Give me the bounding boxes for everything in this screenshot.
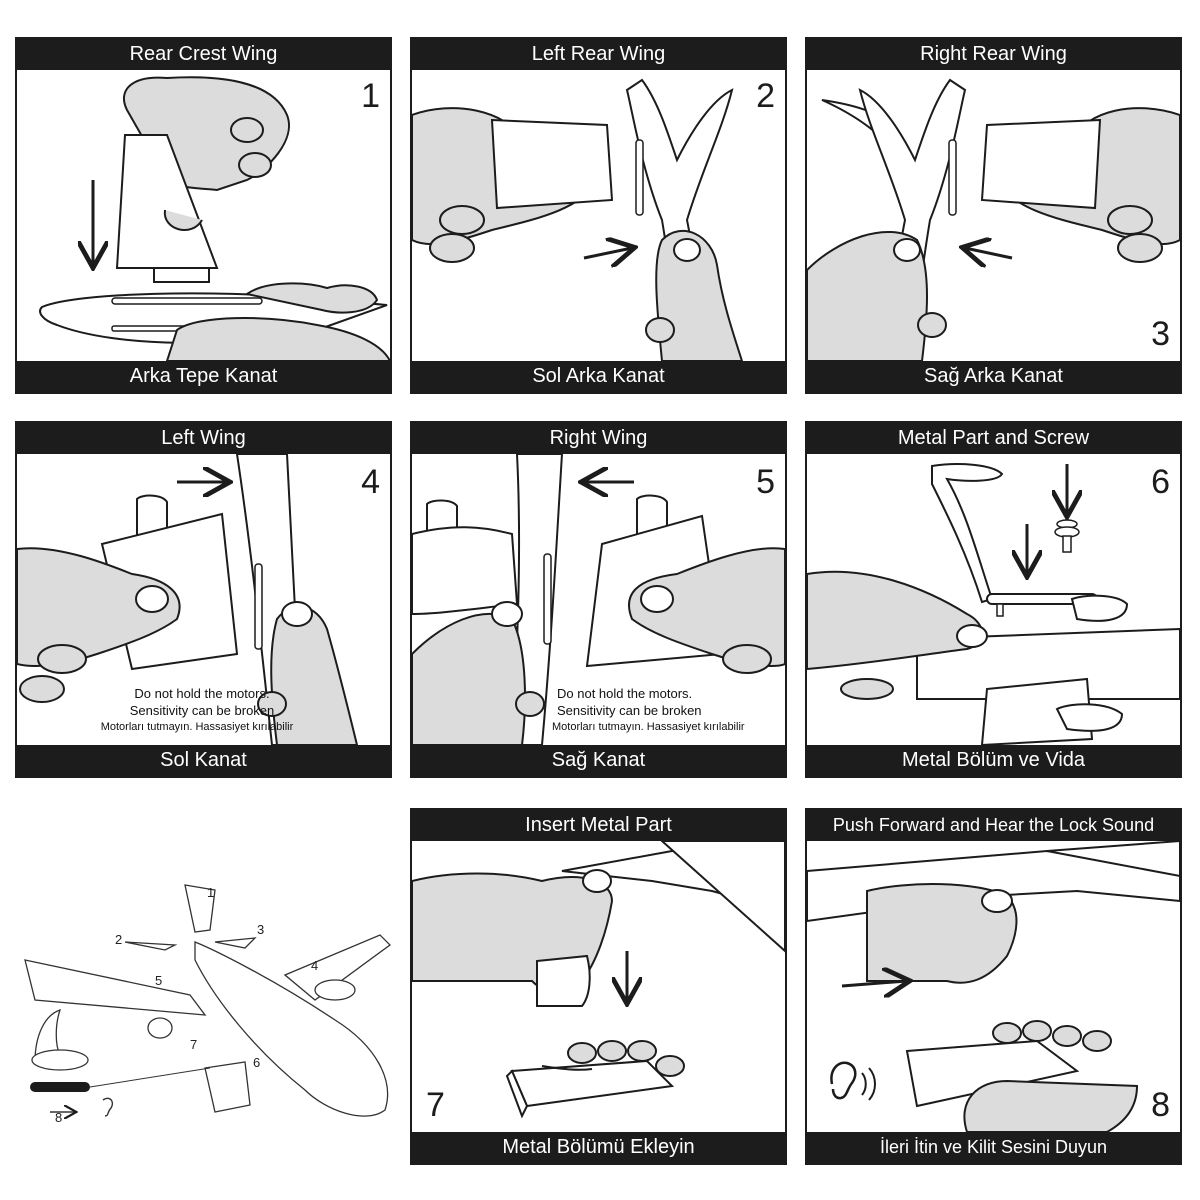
step-number: 8 — [1151, 1086, 1170, 1124]
warning-line-tr: Motorları tutmayın. Hassasiyet kırılabil… — [100, 721, 294, 733]
step-title-en: Right Wing — [412, 423, 785, 454]
airplane-overview-illustration — [24, 884, 391, 1150]
step-title-tr: Sol Arka Kanat — [412, 361, 785, 392]
step-title-en: Right Rear Wing — [807, 39, 1180, 70]
warning-line-tr: Motorları tutmayın. Hassasiyet kırılabil… — [552, 721, 745, 733]
step-title-tr: Sol Kanat — [17, 745, 390, 776]
overview-label-7: 7 — [190, 1037, 198, 1052]
warning-line-en-1: Do not hold the motors. — [134, 686, 270, 701]
warning-line-en-2: Sensitivity can be broken — [129, 703, 275, 718]
push-forward-illustration — [807, 841, 1180, 1132]
step-title-tr: Arka Tepe Kanat — [17, 361, 390, 392]
overview-label-8: 8 — [55, 1110, 63, 1125]
step-panel-3: Right Rear Wing 3 Sağ Arka Kanat — [805, 37, 1182, 394]
left-wing-illustration — [17, 454, 359, 745]
left-rear-wing-illustration — [412, 78, 744, 361]
step-title-tr: Metal Bölüm ve Vida — [807, 745, 1180, 776]
step-number: 5 — [756, 463, 775, 501]
step-title-tr: İleri İtin ve Kilit Sesini Duyun — [807, 1132, 1180, 1163]
right-rear-wing-illustration — [807, 78, 1180, 361]
metal-part-and-screw-illustration — [807, 463, 1180, 745]
step-panel-4: Left Wing 4 Do not hold the motors. Sens… — [15, 421, 392, 778]
rear-crest-wing-illustration — [39, 76, 390, 361]
warning-line-en-1: Do not hold the motors. — [557, 686, 693, 701]
assembly-overview: 1 2 3 4 5 6 7 8 — [15, 850, 395, 1150]
motor-warning: Do not hold the motors. Sensitivity can … — [17, 685, 327, 736]
motor-warning: Do not hold the motors. Sensitivity can … — [552, 685, 792, 736]
step-number: 2 — [756, 77, 775, 115]
overview-label-6: 6 — [253, 1055, 261, 1070]
step-panel-7: Insert Metal Part 7 Metal Bölümü Ekleyin — [410, 808, 787, 1165]
step-title-en: Left Wing — [17, 423, 390, 454]
step-number: 1 — [361, 77, 380, 115]
step-title-en: Insert Metal Part — [412, 810, 785, 841]
overview-label-3: 3 — [257, 922, 265, 937]
right-wing-illustration — [412, 454, 785, 745]
insert-metal-part-illustration — [412, 841, 785, 1119]
overview-label-4: 4 — [311, 958, 319, 973]
step-title-tr: Sağ Arka Kanat — [807, 361, 1180, 392]
overview-label-1: 1 — [207, 885, 215, 900]
step-title-en: Left Rear Wing — [412, 39, 785, 70]
step-number: 3 — [1151, 315, 1170, 353]
step-panel-2: Left Rear Wing 2 Sol Arka Kanat — [410, 37, 787, 394]
overview-label-5: 5 — [155, 973, 163, 988]
step-panel-6: Metal Part and Screw 6 Metal Bölüm ve Vi… — [805, 421, 1182, 778]
warning-line-en-2: Sensitivity can be broken — [557, 703, 702, 718]
step-number: 4 — [361, 463, 380, 501]
step-panel-5: Right Wing 5 Do not hold the motors. Sen… — [410, 421, 787, 778]
step-panel-8: Push Forward and Hear the Lock Sound 8 İ… — [805, 808, 1182, 1165]
step-title-en: Rear Crest Wing — [17, 39, 390, 70]
step-number: 6 — [1151, 463, 1170, 501]
step-title-tr: Metal Bölümü Ekleyin — [412, 1132, 785, 1163]
step-title-en: Metal Part and Screw — [807, 423, 1180, 454]
step-panel-1: Rear Crest Wing 1 Arka Tepe Kanat — [15, 37, 392, 394]
step-title-tr: Sağ Kanat — [412, 745, 785, 776]
overview-label-2: 2 — [115, 932, 123, 947]
step-number: 7 — [426, 1086, 445, 1124]
step-title-en: Push Forward and Hear the Lock Sound — [807, 810, 1180, 841]
